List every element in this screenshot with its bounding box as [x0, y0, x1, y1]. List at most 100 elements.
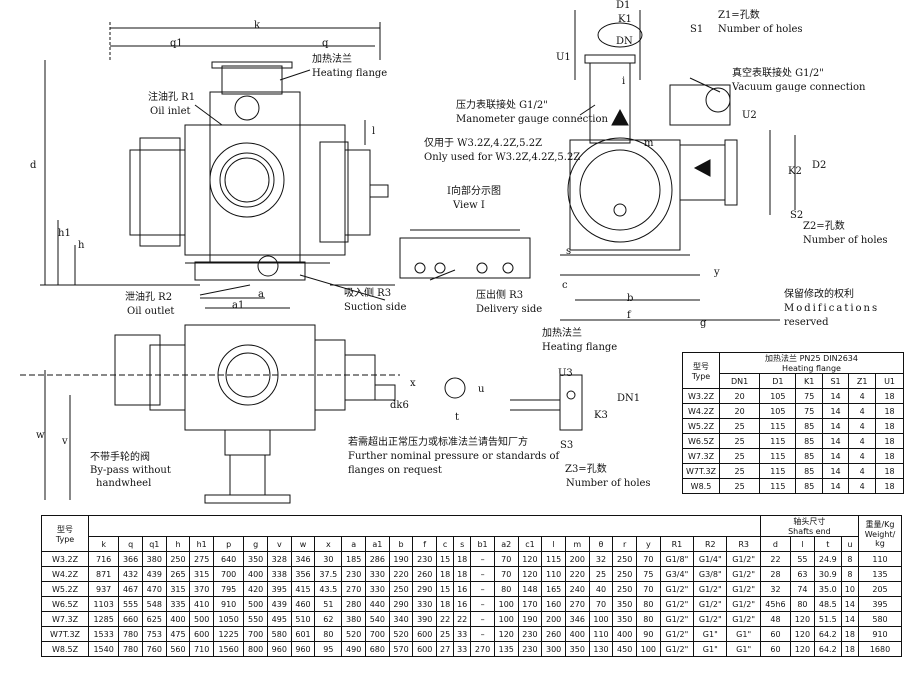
column-header: f — [412, 536, 438, 552]
value-cell: 18 — [453, 551, 472, 567]
weight-header-en: Weight/ — [864, 530, 896, 539]
value-cell: 8 — [840, 566, 860, 582]
flange-value-cell: 20 — [718, 403, 761, 419]
value-cell: – — [470, 626, 495, 642]
value-cell: 795 — [213, 581, 245, 597]
column-header: u — [840, 536, 860, 552]
value-cell: G1/2" — [659, 641, 695, 657]
value-cell: 120 — [790, 611, 815, 627]
dim-h1: h1 — [58, 228, 71, 239]
value-cell: 315 — [165, 581, 191, 597]
flange-value-cell: 4 — [848, 478, 877, 494]
value-cell: 48 — [759, 611, 792, 627]
value-cell: 220 — [564, 566, 590, 582]
type-cell: W8.5Z — [41, 641, 89, 657]
flange-type-cell: W5.2Z — [682, 418, 720, 434]
dim-t: t — [455, 412, 460, 423]
dim-d: d — [30, 160, 37, 171]
value-cell: 800 — [243, 641, 268, 657]
column-header: q1 — [141, 536, 167, 552]
flange-value-cell: 85 — [795, 463, 823, 479]
value-cell: 910 — [858, 626, 902, 642]
value-cell: 415 — [290, 581, 316, 597]
dim-a: a — [258, 289, 264, 300]
value-cell: 51.5 — [813, 611, 842, 627]
value-cell: 18 — [436, 596, 455, 612]
value-cell: 22 — [759, 551, 792, 567]
value-cell: 760 — [141, 641, 167, 657]
value-cell: 680 — [365, 641, 390, 657]
value-cell: 100 — [588, 611, 614, 627]
flange-type-cell: W6.5Z — [682, 433, 720, 449]
value-cell: 390 — [412, 611, 438, 627]
flange-value-cell: 14 — [821, 403, 850, 419]
weight-header-en2: kg — [875, 539, 885, 548]
value-cell: 80 — [493, 581, 519, 597]
value-cell: 190 — [388, 551, 414, 567]
value-cell: 470 — [141, 581, 167, 597]
value-cell: 33 — [453, 641, 472, 657]
value-cell: – — [470, 611, 495, 627]
value-cell: 115 — [541, 551, 566, 567]
dim-y: y — [714, 267, 720, 278]
value-cell: 520 — [388, 626, 414, 642]
value-cell: 70 — [588, 596, 614, 612]
oil-inlet-label-en: Oil inlet — [150, 106, 191, 117]
value-cell: 15 — [436, 551, 455, 567]
value-cell: 340 — [388, 611, 414, 627]
value-cell: 70 — [493, 566, 519, 582]
dim-x: x — [410, 378, 416, 389]
value-cell: 14 — [840, 596, 860, 612]
shaft-header-cn: 轴头尺寸 — [793, 517, 826, 526]
value-cell: 40 — [588, 581, 614, 597]
holes-z2-label-cn: Z2=孔数 — [803, 221, 845, 232]
value-cell: 62 — [314, 611, 343, 627]
flange-col-header: K1 — [795, 373, 823, 389]
value-cell: 60 — [759, 626, 792, 642]
value-cell: G1/2" — [693, 581, 728, 597]
value-cell: 250 — [612, 581, 638, 597]
oil-inlet-label-cn: 注油孔 R1 — [148, 92, 196, 103]
dim-U1: U1 — [556, 52, 571, 63]
value-cell: 495 — [266, 611, 292, 627]
value-cell: 335 — [165, 596, 191, 612]
value-cell: 190 — [517, 611, 543, 627]
value-cell: 420 — [243, 581, 268, 597]
value-cell: 230 — [341, 566, 366, 582]
dim-s: s — [566, 246, 572, 257]
flange-value-cell: 115 — [759, 448, 797, 464]
value-cell: – — [470, 566, 495, 582]
value-cell: 200 — [541, 611, 566, 627]
value-cell: 400 — [165, 611, 191, 627]
value-cell: 120 — [517, 566, 543, 582]
flange-value-cell: 18 — [875, 388, 904, 404]
value-cell: 32 — [759, 581, 792, 597]
value-cell: 286 — [365, 551, 390, 567]
value-cell: 960 — [290, 641, 316, 657]
value-cell: 63 — [790, 566, 815, 582]
dim-u: u — [478, 384, 485, 395]
value-cell: 540 — [365, 611, 390, 627]
leader-lines — [194, 69, 721, 301]
value-cell: 120 — [790, 641, 815, 657]
heating-flange-label-en: Heating flange — [312, 68, 388, 79]
pump-side-elevation — [560, 10, 796, 321]
value-cell: 148 — [517, 581, 543, 597]
value-cell: 960 — [266, 641, 292, 657]
value-cell: 27 — [436, 641, 455, 657]
column-header: a2 — [493, 536, 519, 552]
weight-header-cn: 重量/Kg — [865, 520, 895, 529]
flange-value-cell: 25 — [718, 463, 761, 479]
value-cell: 366 — [118, 551, 143, 567]
column-header: θ — [588, 536, 614, 552]
holes-z3-label-cn: Z3=孔数 — [565, 464, 607, 475]
bypass-label-en1: By-pass without — [90, 465, 171, 476]
type-cell: W7.3Z — [41, 611, 89, 627]
vacuum-label-cn: 真空表联接处 G1/2" — [732, 68, 824, 79]
value-cell: 240 — [564, 581, 590, 597]
delivery-label-cn: 压出侧 R3 — [476, 290, 524, 301]
value-cell: 380 — [341, 611, 366, 627]
flange-value-cell: 18 — [875, 418, 904, 434]
